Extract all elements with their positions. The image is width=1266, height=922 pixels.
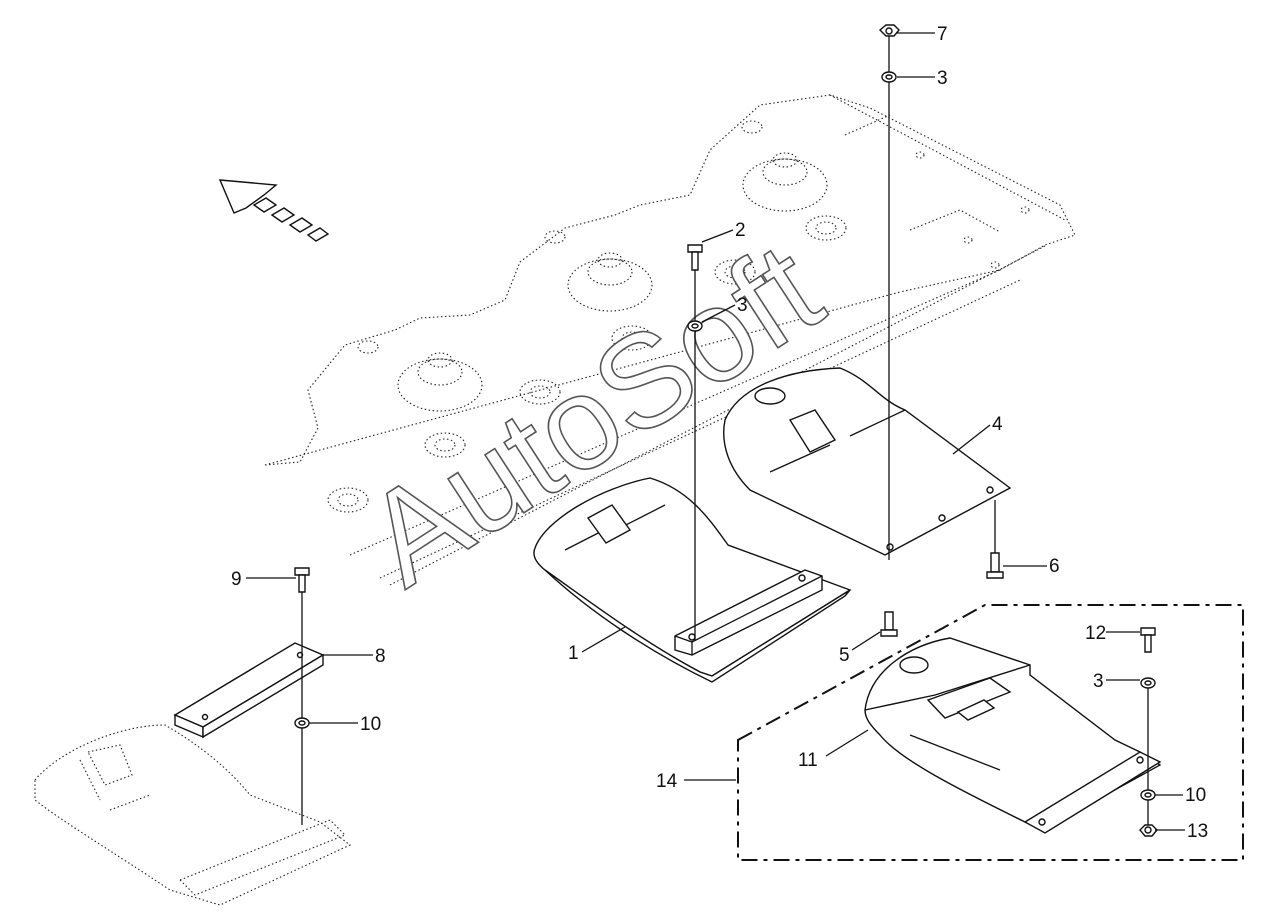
nut-13 — [1139, 824, 1158, 837]
spacer-bar-8 — [173, 642, 325, 739]
callout-14: 14 — [656, 771, 678, 792]
callout-6: 6 — [1049, 556, 1060, 577]
rotor-hub-1 — [397, 352, 483, 412]
callout-10: 10 — [1185, 785, 1206, 806]
leader-lines — [246, 32, 1185, 831]
callout-3: 3 — [737, 295, 748, 316]
cutter-bar-ghost — [264, 94, 1076, 586]
skid-shoe-11 — [864, 637, 1162, 834]
callout-12: 12 — [1085, 623, 1106, 644]
bolt-6 — [986, 552, 1004, 579]
callout-2: 2 — [735, 220, 746, 241]
callout-3: 3 — [937, 68, 948, 89]
skid-shoe-4 — [723, 367, 1012, 556]
bolt-9 — [294, 567, 310, 593]
disc-bearings — [327, 215, 847, 513]
callout-11: 11 — [798, 750, 818, 771]
callout-10: 10 — [360, 714, 381, 735]
bolt-12 — [1140, 627, 1156, 653]
bolt-2 — [687, 244, 703, 271]
callout-3: 3 — [1093, 671, 1104, 692]
nut-7 — [878, 24, 900, 37]
washer-3-mid — [687, 320, 703, 332]
kit-boundary-14 — [737, 604, 1244, 861]
callouts: 7 3 2 3 4 6 5 1 9 8 10 12 3 10 13 11 14 — [231, 24, 1208, 842]
callout-9: 9 — [231, 569, 242, 590]
bolt-5 — [880, 611, 898, 637]
callout-7: 7 — [937, 24, 948, 45]
rotor-hub-3 — [742, 152, 828, 212]
callout-4: 4 — [992, 414, 1003, 435]
washer-3-top — [881, 71, 897, 83]
direction-arrow-icon — [218, 179, 330, 242]
rotor-hub-2 — [567, 252, 653, 312]
callout-13: 13 — [1187, 821, 1208, 842]
washer-10-kit — [1140, 789, 1156, 801]
washer-10-left — [294, 717, 310, 729]
callout-8: 8 — [375, 646, 386, 667]
callout-1: 1 — [568, 643, 579, 664]
skid-shoe-ghost-lower — [34, 724, 352, 906]
skid-shoe-1 — [533, 477, 852, 683]
callout-5: 5 — [839, 645, 850, 666]
washer-3-kit — [1140, 677, 1156, 689]
